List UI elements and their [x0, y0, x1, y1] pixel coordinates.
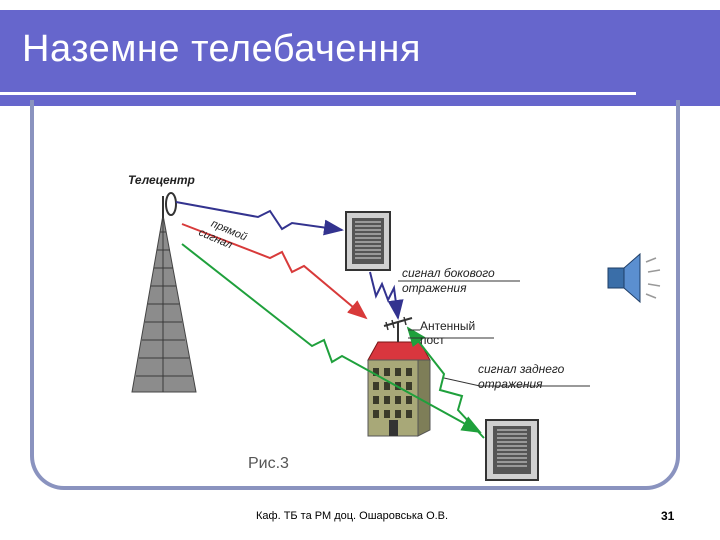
page-number: 31: [661, 509, 675, 523]
back-signal-path: [181, 243, 482, 433]
figure-caption: Рис.3: [248, 455, 289, 472]
label-leaders: [398, 280, 590, 387]
slide-footer: Каф. ТБ та РМ доц. Ошаровська О.В.: [256, 510, 449, 522]
speaker-icon[interactable]: [607, 252, 661, 304]
receiver-icon: [485, 419, 539, 481]
back-reflection-label-line1: сигнал заднего: [478, 362, 565, 376]
side-reflection-label-line2: отражения: [402, 281, 467, 295]
antenna-post-label-line1: Антенный: [420, 319, 475, 333]
side-reflection-path: [369, 271, 404, 320]
direct-signal-path: [175, 201, 344, 236]
telecenter-label: Телецентр: [128, 173, 195, 187]
direct-signal-red-path: [181, 223, 368, 320]
content-frame: [30, 100, 680, 490]
back-reflection-path: [406, 326, 485, 439]
title-underline: [0, 92, 636, 95]
slide-header: Наземне телебачення: [0, 10, 720, 106]
slide-title: Наземне телебачення: [22, 28, 421, 70]
antenna-post-label-line2: пост: [420, 333, 445, 347]
tower-icon: [131, 192, 197, 393]
building-icon: [367, 316, 431, 437]
back-reflection-label-line2: отражения: [478, 377, 543, 391]
side-reflection-label-line1: сигнал бокового: [402, 266, 495, 280]
receiver-icon: [345, 211, 391, 271]
